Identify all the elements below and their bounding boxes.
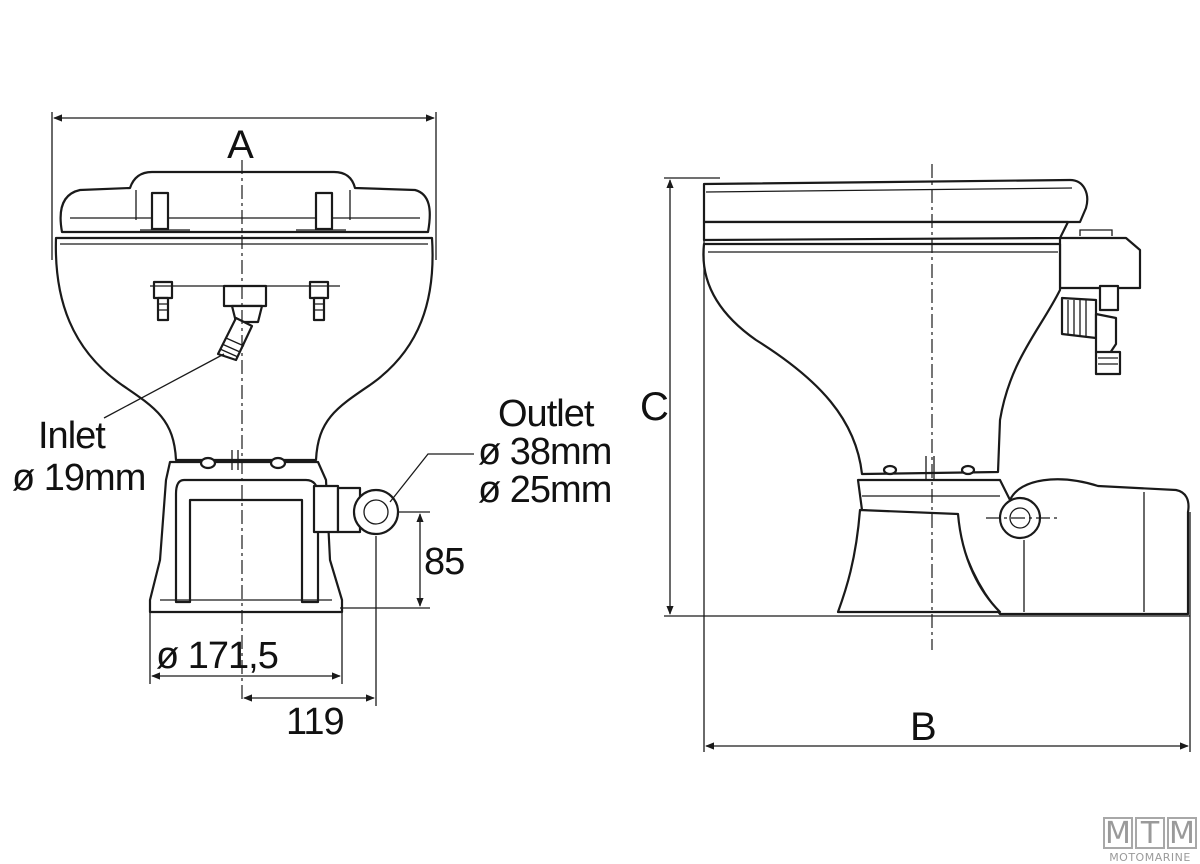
front-hinge-left	[150, 191, 170, 231]
side-seat-lid	[702, 178, 1089, 224]
front-view	[54, 170, 434, 614]
dimension-119-label: 119	[286, 701, 344, 743]
front-outlet-fitting	[312, 484, 400, 536]
outlet-size-small: ø 25mm	[478, 469, 611, 511]
dimension-b: B	[703, 240, 1191, 752]
dimension-base-diameter: ø 171,5	[149, 612, 343, 684]
dimension-c: C	[640, 177, 1190, 617]
dimension-85-label: 85	[424, 541, 464, 583]
svg-text:MOTOMARINE: MOTOMARINE	[1109, 851, 1191, 864]
outlet-leader	[389, 453, 474, 503]
front-seat-lid	[59, 170, 431, 234]
dimension-b-label: B	[910, 705, 936, 749]
dimension-119: 119	[243, 536, 377, 743]
svg-text:M: M	[1105, 816, 1131, 851]
inlet-leader	[103, 353, 225, 419]
dimension-a-label: A	[227, 123, 254, 167]
svg-text:T: T	[1140, 816, 1160, 851]
dimension-a: A	[51, 112, 437, 260]
front-inlet-fitting	[216, 284, 268, 362]
outlet-size-large: ø 38mm	[478, 431, 611, 473]
side-bowl	[702, 242, 1062, 476]
dimension-85: 85	[340, 511, 465, 609]
inlet-size: ø 19mm	[12, 457, 145, 499]
side-view	[702, 178, 1190, 616]
side-flush-fitting	[1060, 284, 1122, 376]
outlet-title: Outlet	[498, 393, 595, 435]
dimension-c-label: C	[640, 385, 668, 429]
inlet-title: Inlet	[38, 415, 106, 457]
svg-text:M: M	[1169, 816, 1195, 851]
dimension-base-diameter-label: ø 171,5	[156, 635, 278, 677]
front-bowl	[54, 236, 434, 462]
front-hinge-right	[314, 191, 334, 231]
motomarine-logo: M T M MOTOMARINE	[1103, 816, 1197, 864]
